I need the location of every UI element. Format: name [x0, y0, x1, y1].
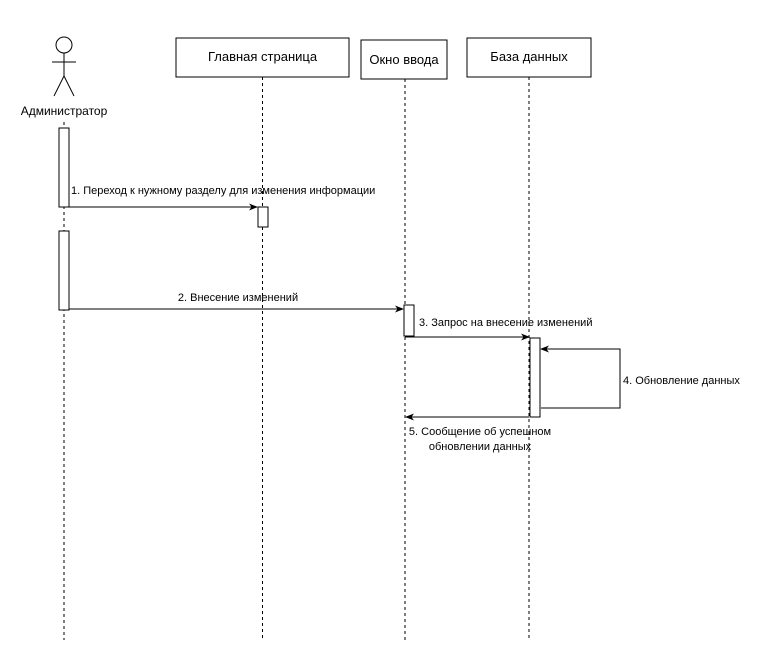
- lifeline-header-box: [360, 39, 448, 80]
- message-5: 5. Сообщение об успешном обновлении данн…: [405, 413, 551, 453]
- actor-label: Администратор: [21, 104, 108, 118]
- actor-head: [55, 36, 73, 54]
- lifeline-database: База данных: [466, 37, 592, 78]
- lifeline-main-page: Главная страница: [175, 37, 350, 78]
- message-2: 2. Внесение изменений: [69, 292, 404, 313]
- actor-activation-1: [58, 127, 70, 208]
- lifeline-header-label: Окно ввода: [369, 52, 439, 67]
- lifeline-header-box: [466, 37, 592, 78]
- main-page-activation: [257, 206, 269, 228]
- message-3: 3. Запрос на внесение изменений: [405, 317, 592, 341]
- message-arrow: [540, 345, 621, 409]
- actor-right-leg: [63, 75, 75, 97]
- lifeline-header-box: [175, 37, 350, 78]
- message-label: 3. Запрос на внесение изменений: [419, 317, 592, 329]
- message-label-line-2: обновлении данных: [429, 441, 532, 453]
- message-4: 4. Обновление данных: [540, 345, 740, 409]
- lifeline-input-window: Окно ввода: [360, 39, 448, 80]
- actor-administrator: Администратор: [21, 36, 108, 118]
- message-label: 2. Внесение изменений: [178, 292, 298, 304]
- actor-left-leg: [53, 75, 65, 97]
- message-label: 1. Переход к нужному разделу для изменен…: [71, 185, 375, 197]
- lifeline-header-label: Главная страница: [208, 49, 318, 64]
- message-label: 4. Обновление данных: [623, 375, 740, 387]
- actor-activation-2: [58, 230, 70, 311]
- lifeline-header-label: База данных: [490, 49, 568, 64]
- message-label-line-1: 5. Сообщение об успешном: [409, 426, 551, 438]
- input-window-activation: [403, 304, 415, 337]
- database-activation: [529, 337, 541, 418]
- message-1: 1. Переход к нужному разделу для изменен…: [69, 185, 375, 211]
